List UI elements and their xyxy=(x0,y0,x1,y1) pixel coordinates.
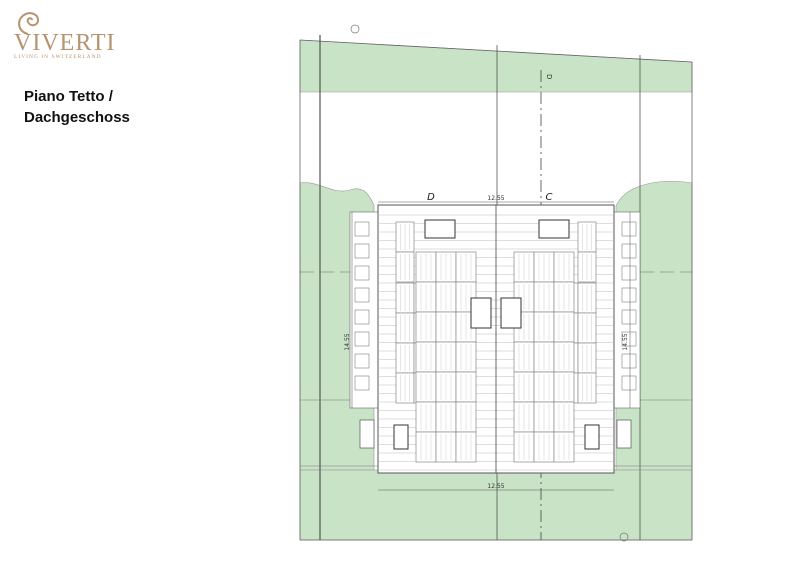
side-steps xyxy=(354,221,637,391)
skylight-left-top xyxy=(424,219,456,239)
step-right xyxy=(621,221,637,237)
skylight-right-bottom xyxy=(584,424,600,450)
skylight-right-top xyxy=(538,219,570,239)
solar-panel-arrays xyxy=(395,221,597,463)
skylight-left-bottom xyxy=(393,424,409,450)
dim-top: 12.55 xyxy=(487,195,504,202)
garden-top xyxy=(299,39,693,93)
skylight-left-center xyxy=(470,297,492,329)
step-left xyxy=(354,353,370,369)
brand-name: VIVERTI xyxy=(14,30,116,56)
skylight-right-center xyxy=(500,297,522,329)
step-right xyxy=(621,309,637,325)
garden-shed-left xyxy=(359,419,375,449)
dim-left: 14.55 xyxy=(344,333,351,350)
step-right xyxy=(621,331,637,347)
page-title: Piano Tetto / Dachgeschoss xyxy=(24,86,130,128)
step-right xyxy=(621,375,637,391)
survey-marker-top xyxy=(350,24,360,34)
survey-marker-bottom xyxy=(619,532,629,542)
property-line-top xyxy=(299,39,693,63)
garden-shed-right xyxy=(616,419,632,449)
unit-label-left: D xyxy=(427,192,435,203)
axis-label: D xyxy=(545,74,553,79)
step-left xyxy=(354,309,370,325)
step-left xyxy=(354,243,370,259)
step-right xyxy=(621,353,637,369)
step-left xyxy=(354,331,370,347)
step-left xyxy=(354,221,370,237)
title-line-1: Piano Tetto / xyxy=(24,88,113,105)
step-right xyxy=(621,243,637,259)
dim-bottom: 12.55 xyxy=(487,483,504,490)
step-left xyxy=(354,265,370,281)
brand-logo: VIVERTI LIVING IN SWITZERLAND xyxy=(6,8,116,60)
garden-bottom xyxy=(299,469,693,541)
brand-tagline: LIVING IN SWITZERLAND xyxy=(14,54,102,60)
unit-label-right: C xyxy=(546,192,553,203)
title-line-2: Dachgeschoss xyxy=(24,109,130,126)
logo-swirl-icon xyxy=(18,12,40,35)
step-right xyxy=(621,265,637,281)
step-left xyxy=(354,375,370,391)
step-right xyxy=(621,287,637,303)
dim-right: 14.55 xyxy=(622,333,629,350)
step-left xyxy=(354,287,370,303)
